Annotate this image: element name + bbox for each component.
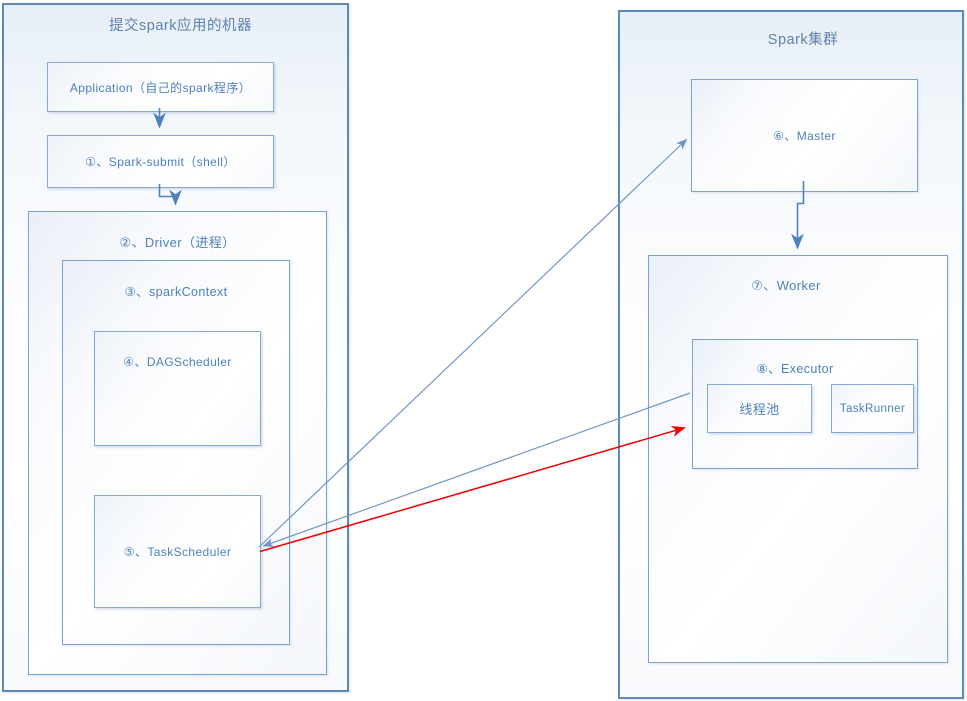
worker-label: ⑦、Worker	[751, 278, 821, 293]
task-runner-box: TaskRunner	[831, 384, 914, 433]
task-scheduler-label: ⑤、TaskScheduler	[123, 545, 232, 559]
driver-box: ②、Driver（进程） ③、sparkContext ④、DAGSchedul…	[28, 211, 327, 675]
machine-title: 提交spark应用的机器	[109, 18, 252, 34]
application-box: Application（自己的spark程序）	[47, 62, 274, 112]
cluster-box: Spark集群 ⑥、Master ⑦、Worker ⑧、Executor 线程池…	[618, 10, 964, 699]
machine-box: 提交spark应用的机器 Application（自己的spark程序） ①、S…	[2, 3, 349, 692]
master-label: ⑥、Master	[773, 129, 836, 143]
thread-pool-box: 线程池	[707, 384, 812, 433]
driver-label: ②、Driver（进程）	[119, 235, 236, 250]
task-scheduler-box: ⑤、TaskScheduler	[94, 495, 261, 608]
executor-box: ⑧、Executor 线程池 TaskRunner	[692, 339, 918, 469]
spark-submit-label: ①、Spark-submit（shell）	[85, 155, 236, 169]
spark-context-label: ③、sparkContext	[124, 285, 228, 299]
worker-box: ⑦、Worker ⑧、Executor 线程池 TaskRunner	[648, 255, 948, 663]
spark-context-box: ③、sparkContext ④、DAGScheduler ⑤、TaskSche…	[62, 260, 290, 645]
thread-pool-label: 线程池	[739, 402, 780, 417]
application-label: Application（自己的spark程序）	[69, 80, 252, 95]
executor-label: ⑧、Executor	[756, 362, 834, 376]
master-box: ⑥、Master	[691, 79, 918, 192]
dag-scheduler-box: ④、DAGScheduler	[94, 331, 261, 446]
task-runner-label: TaskRunner	[839, 402, 906, 415]
cluster-title: Spark集群	[767, 32, 839, 48]
spark-submit-box: ①、Spark-submit（shell）	[47, 135, 274, 188]
dag-scheduler-label: ④、DAGScheduler	[123, 355, 232, 369]
